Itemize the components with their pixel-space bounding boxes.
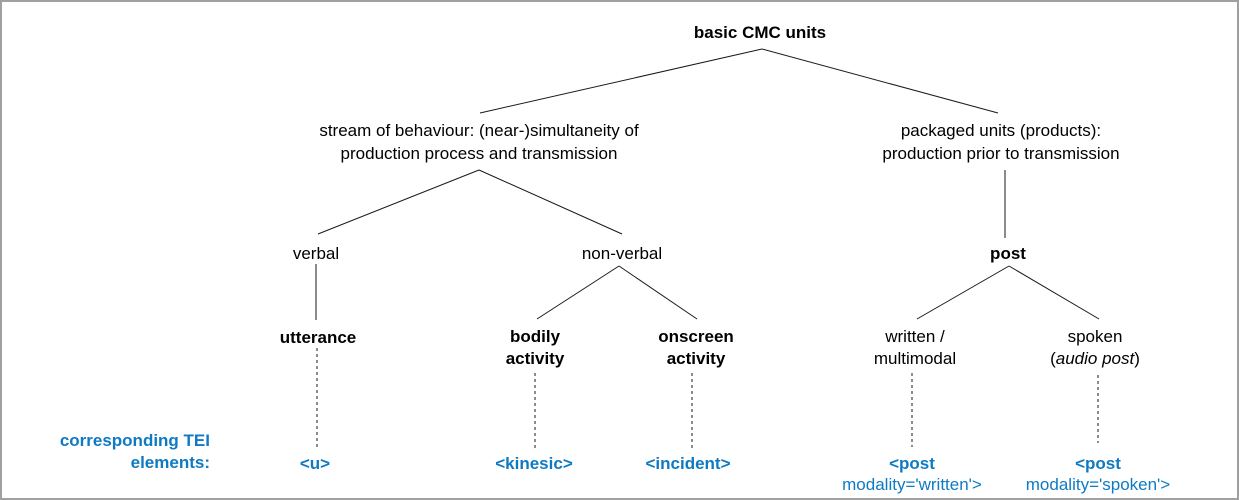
node-spoken-line1: spoken: [1067, 327, 1123, 346]
edge-stream-nonverbal: [478, 169, 623, 235]
node-packaged-units: packaged units (products): production pr…: [882, 119, 1119, 165]
node-stream-line1: stream of behaviour: (near-)simultaneity…: [319, 121, 639, 140]
node-utterance: utterance: [279, 328, 357, 347]
node-spoken-line2: (audio post): [1050, 349, 1140, 368]
node-packaged-line1: packaged units (products):: [900, 121, 1102, 140]
tei-element-post-written: <post modality='written'>: [842, 453, 982, 495]
node-written-line2: multimodal: [873, 349, 957, 368]
edge-nonverbal-bodily: [536, 265, 620, 320]
edge-root-stream: [479, 48, 763, 114]
tei-caption: corresponding TEI elements:: [20, 430, 210, 474]
node-onscreen-line2: activity: [666, 349, 726, 368]
node-packaged-line2: production prior to transmission: [882, 144, 1120, 163]
node-bodily-line2: activity: [505, 349, 565, 368]
tei-element-u: <u>: [299, 454, 331, 473]
edge-post-written: [916, 265, 1010, 320]
node-stream-line2: production process and transmission: [340, 144, 618, 163]
node-spoken-audio-post: spoken (audio post): [1050, 326, 1140, 370]
tei-post-written-tag: <post: [889, 454, 935, 473]
node-written-multimodal: written / multimodal: [874, 326, 956, 370]
audio-post-italic: audio post: [1055, 349, 1135, 368]
node-verbal: verbal: [292, 244, 340, 263]
node-onscreen-activity: onscreen activity: [658, 326, 734, 370]
tei-element-incident: <incident>: [645, 454, 731, 473]
tei-caption-line2: elements:: [130, 453, 210, 472]
node-stream-of-behaviour: stream of behaviour: (near-)simultaneity…: [319, 119, 638, 165]
tei-post-spoken-attr: modality='spoken'>: [1025, 475, 1171, 494]
node-post: post: [990, 244, 1026, 263]
tei-element-post-spoken: <post modality='spoken'>: [1026, 453, 1170, 495]
tei-caption-line1: corresponding TEI: [59, 431, 210, 450]
tei-post-written-attr: modality='written'>: [842, 475, 982, 494]
node-basic-cmc-units: basic CMC units: [693, 23, 827, 42]
node-onscreen-line1: onscreen: [658, 327, 734, 346]
edge-stream-verbal: [317, 169, 480, 235]
edge-nonverbal-onscreen: [618, 265, 698, 320]
node-bodily-line1: bodily: [509, 327, 561, 346]
node-written-line1: written /: [885, 327, 945, 346]
edge-post-spoken: [1008, 265, 1100, 320]
node-bodily-activity: bodily activity: [506, 326, 565, 370]
tei-element-kinesic: <kinesic>: [495, 454, 573, 473]
edge-root-packaged: [761, 48, 999, 114]
tei-post-spoken-tag: <post: [1075, 454, 1121, 473]
node-non-verbal: non-verbal: [581, 244, 663, 263]
